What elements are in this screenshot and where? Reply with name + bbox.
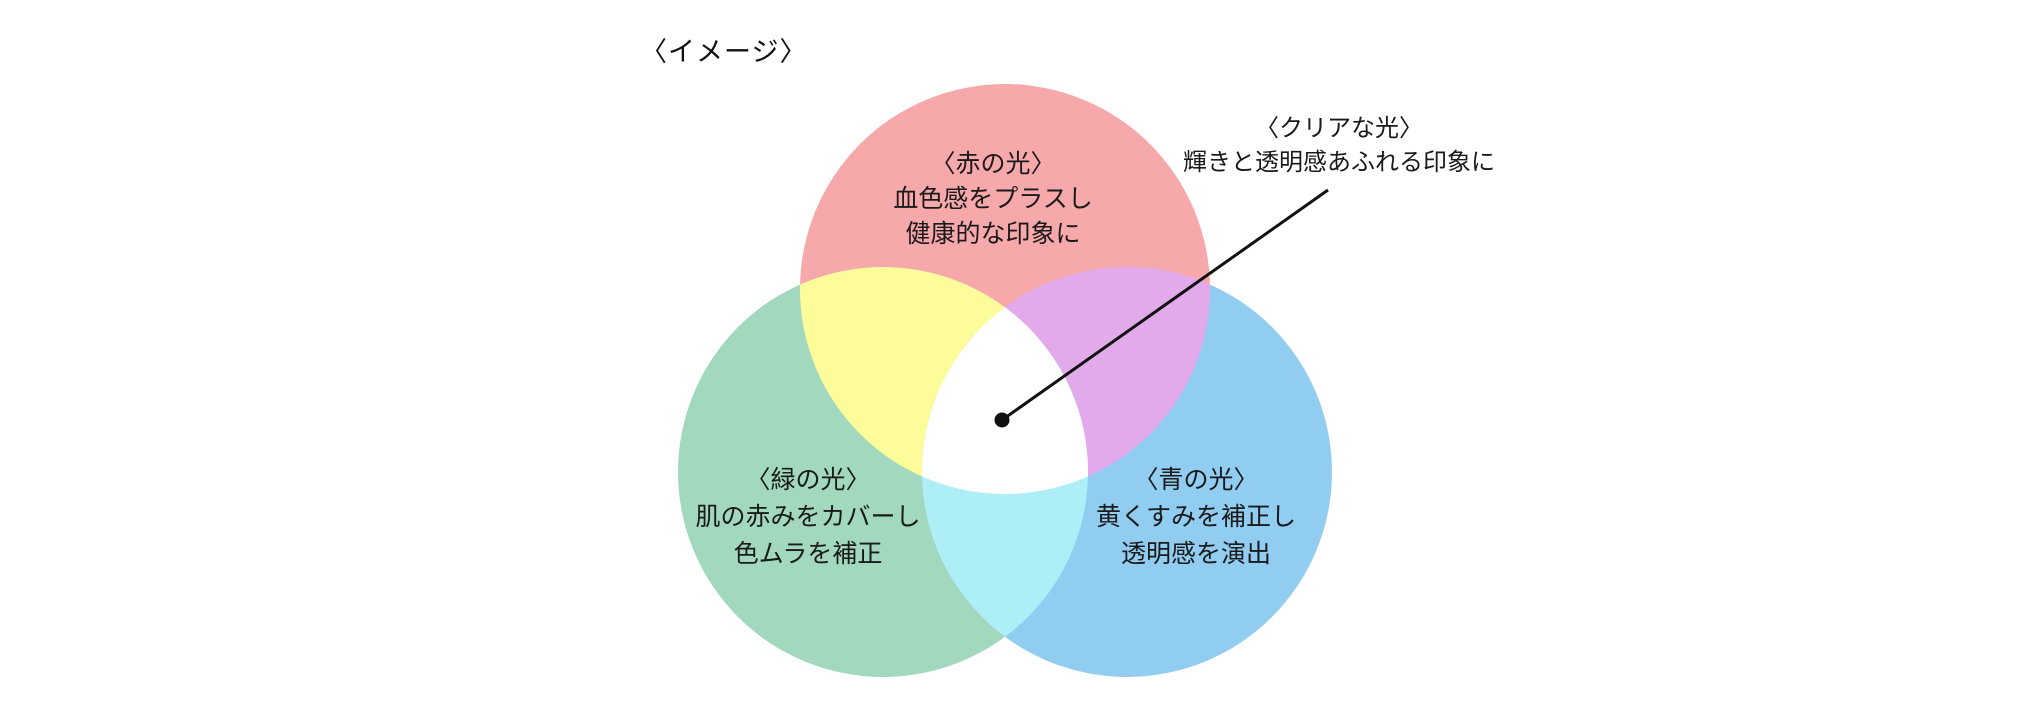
red-light-line-1: 血色感をプラスし [893, 185, 1093, 213]
clear-light-annotation: 〈クリアな光〉 輝きと透明感あふれる印象に [1183, 112, 1495, 180]
figure-title: 〈イメージ〉 [640, 37, 808, 67]
clear-light-line-1: 輝きと透明感あふれる印象に [1183, 149, 1495, 176]
green-light-line-1: 肌の赤みをカバーし [695, 503, 921, 531]
annotation-anchor-dot [994, 412, 1010, 428]
red-light-heading: 〈赤の光〉 [930, 150, 1056, 178]
annotation-connector-line [1001, 188, 1329, 422]
green-light-line-2: 色ムラを補正 [733, 540, 883, 568]
blue-light-line-1: 黄くすみを補正し [1095, 503, 1297, 531]
green-light-label: 〈緑の光〉 肌の赤みをカバーし 色ムラを補正 [695, 462, 920, 573]
blue-light-label: 〈青の光〉 黄くすみを補正し 透明感を演出 [1096, 462, 1296, 573]
blue-light-line-2: 透明感を演出 [1120, 540, 1272, 568]
red-light-label: 〈赤の光〉 血色感をプラスし 健康的な印象に [893, 147, 1093, 252]
red-light-line-2: 健康的な印象に [905, 220, 1081, 248]
clear-light-heading: 〈クリアな光〉 [1255, 115, 1423, 142]
green-light-heading: 〈緑の光〉 [745, 466, 871, 494]
blue-light-heading: 〈青の光〉 [1133, 466, 1259, 494]
